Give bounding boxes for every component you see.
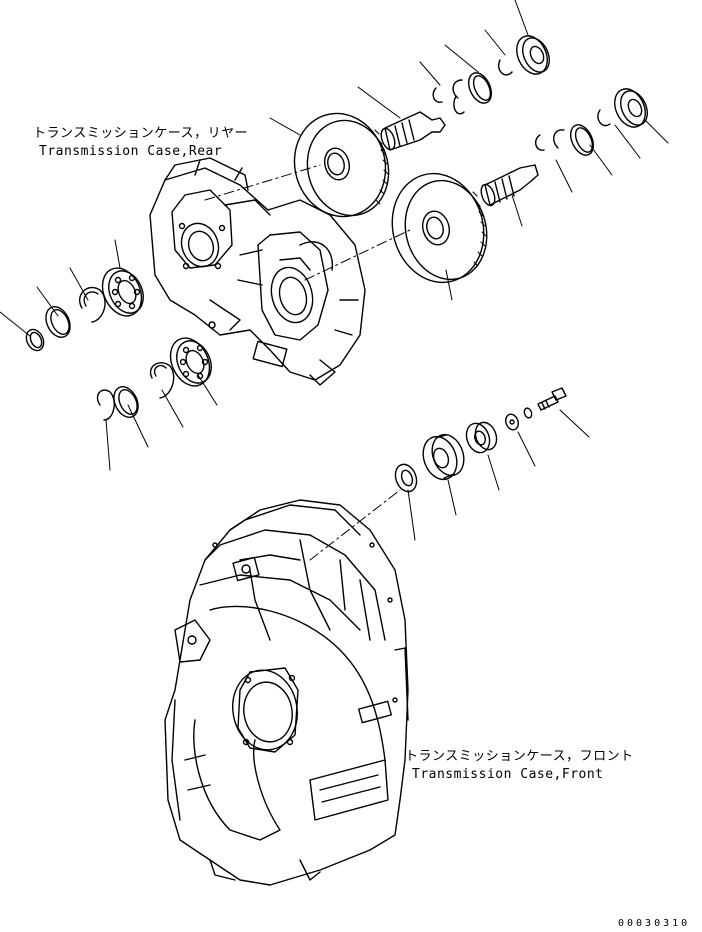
spacer-washer-icon <box>392 461 420 494</box>
large-spur-gear-lower-icon <box>380 163 497 293</box>
shim-ring-upper-icon <box>464 69 496 106</box>
leader-lines <box>0 0 668 560</box>
front-case-label-jp: トランスミッションケース，フロント <box>405 749 634 764</box>
ball-bearing-left-icon <box>95 262 150 323</box>
snap-ring-upper-1-icon <box>433 88 442 102</box>
rear-case-label-en: Transmission Case,Rear <box>39 144 223 159</box>
hex-bolt-icon <box>538 388 566 410</box>
lock-washer-icon <box>523 407 533 419</box>
ball-bearing-lower-icon <box>163 332 218 393</box>
front-case-label-en: Transmission Case,Front <box>412 767 604 782</box>
bearing-sleeve-icon <box>463 419 501 455</box>
snap-ring-lower-1-icon <box>536 135 544 150</box>
flat-washer-icon <box>504 412 521 431</box>
snap-ring-lower-outer-icon <box>97 390 114 420</box>
snap-ring-upper-3-icon <box>499 60 512 75</box>
roller-bearing-front-icon <box>417 430 469 484</box>
snap-ring-lower-3-icon <box>598 110 610 126</box>
shim-ring-left-icon <box>41 303 74 341</box>
rear-case-label-jp: トランスミッションケース，リヤー <box>33 126 249 141</box>
splined-shaft-lower-icon <box>479 165 538 207</box>
snap-ring-lower-2-icon <box>554 130 564 148</box>
drawing-reference-code: 00030310 <box>618 918 691 929</box>
large-spur-gear-upper-icon <box>283 103 399 227</box>
splined-shaft-upper-icon <box>379 112 445 151</box>
snap-ring-outer-left-icon <box>23 327 47 354</box>
ball-bearing-upper-icon <box>511 31 555 79</box>
rear-transmission-case-icon <box>150 158 365 385</box>
snap-ring-lower-icon <box>151 363 174 398</box>
shim-ring-lower-icon <box>109 383 142 421</box>
shim-ring-lower-right-icon <box>566 121 598 158</box>
ball-bearing-lower-right-icon <box>609 84 653 132</box>
front-transmission-case-icon <box>165 500 408 885</box>
snap-ring-left-icon <box>80 288 105 322</box>
snap-ring-upper-2-icon <box>453 80 464 114</box>
